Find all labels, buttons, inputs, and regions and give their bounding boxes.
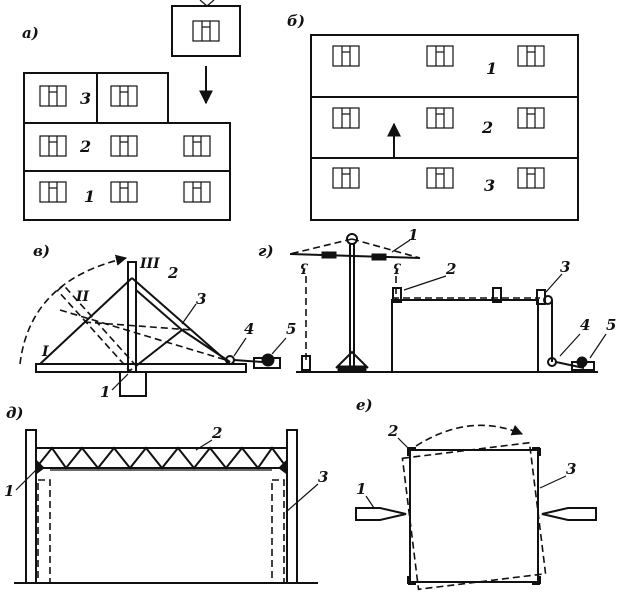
callout-d-2: 2 [211, 424, 222, 442]
panel-d: д) 1 2 3 [4, 404, 328, 584]
callout-g-3: 3 [560, 258, 570, 276]
callout-v-1: 1 [100, 383, 110, 401]
callout-d-1: 1 [4, 482, 14, 500]
panel-e: е) 1 2 3 [355, 396, 597, 591]
panel-v: в) I II III 1 2 3 4 [19, 242, 296, 401]
right-wedge [541, 507, 597, 521]
callout-d-3: 3 [318, 468, 328, 486]
panel-v-label: в) [33, 242, 50, 260]
floor-label-1: 1 [84, 187, 95, 206]
position-III-label: III [139, 256, 160, 272]
building-a: 3 2 1 [23, 72, 231, 221]
callout-v-2: 2 [167, 264, 178, 282]
callout-g-4: 4 [580, 316, 590, 334]
hook-right-glyph: ʕ [393, 262, 402, 278]
panel-b-label: б) [287, 12, 305, 30]
panel-e-label: е) [356, 396, 373, 414]
lifted-block [171, 0, 241, 57]
callout-e-1: 1 [356, 480, 366, 498]
callout-g-5: 5 [606, 316, 616, 334]
callout-g-1: 1 [408, 226, 418, 244]
panel-b: б) 1 2 3 [287, 12, 579, 221]
callout-v-5: 5 [286, 320, 296, 338]
left-wedge [355, 507, 407, 521]
floor-label-bottom: 3 [484, 176, 495, 195]
callout-v-3: 3 [196, 290, 206, 308]
floor-label-3: 3 [80, 89, 91, 108]
panel-d-label: д) [6, 404, 24, 422]
callout-v-4: 4 [244, 320, 254, 338]
hook-left-glyph: ʕ [300, 262, 309, 278]
callout-e-2: 2 [387, 422, 398, 440]
floor-label-mid: 2 [481, 118, 493, 137]
panel-a: а) 3 2 1 [22, 0, 241, 221]
floor-label-top: 1 [486, 59, 497, 78]
position-II-label: II [75, 289, 90, 305]
floor-label-2: 2 [79, 137, 91, 156]
position-I-label: I [41, 344, 49, 360]
panel-g-label: г) [258, 242, 274, 260]
callout-g-2: 2 [445, 260, 456, 278]
panel-a-label: а) [22, 24, 39, 42]
callout-e-3: 3 [566, 460, 576, 478]
panel-g: г) ʕ ʕ 1 [258, 226, 616, 373]
